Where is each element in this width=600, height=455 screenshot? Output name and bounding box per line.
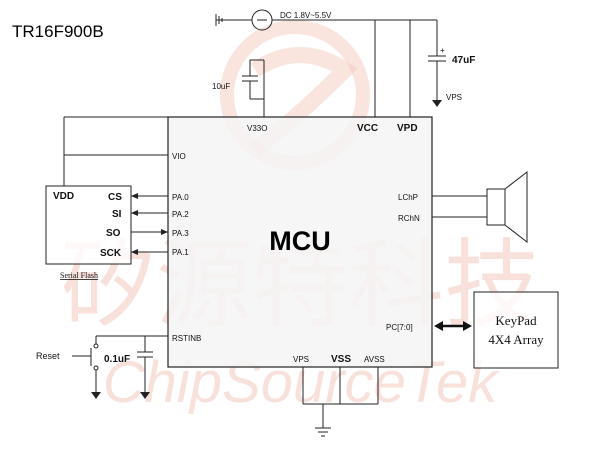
mcu-label: MCU xyxy=(269,226,331,256)
pin-avss: AVSS xyxy=(364,355,385,364)
page-title: TR16F900B xyxy=(12,22,104,41)
pin-pa1: PA.1 xyxy=(172,248,189,257)
pin-vpd: VPD xyxy=(397,123,418,134)
power-section: DC 1.8V~5.5V + 47uF VPS 10uF xyxy=(212,9,475,117)
bus-arrow-left-icon xyxy=(434,321,443,331)
pin-pc: PC[7:0] xyxy=(386,323,413,332)
serial-flash: VDD CS SI SO SCK Serial Flash xyxy=(45,185,168,280)
pin-pa0: PA.0 xyxy=(172,193,189,202)
pin-rchn: RChN xyxy=(398,214,420,223)
mcu-chip xyxy=(167,116,433,368)
pin-pa3: PA.3 xyxy=(172,229,189,238)
pin-vss: VSS xyxy=(331,354,351,365)
vps-rail-label: VPS xyxy=(446,93,462,102)
bus-arrow-right-icon xyxy=(463,321,472,331)
flash-pin-vdd: VDD xyxy=(53,191,74,202)
cap-reset-label: 0.1uF xyxy=(104,354,130,365)
vio-wiring xyxy=(63,116,168,186)
flash-pin-so: SO xyxy=(106,228,121,239)
ground-cap-icon xyxy=(140,392,150,399)
pin-rstinb: RSTINB xyxy=(172,334,201,343)
pin-vio: VIO xyxy=(172,152,186,161)
flash-pin-cs: CS xyxy=(108,192,122,203)
reset-switch-contact-bottom xyxy=(93,365,99,371)
reset-label: Reset xyxy=(36,351,60,361)
arrow-sck-icon xyxy=(131,249,138,255)
serial-flash-chip xyxy=(45,185,132,265)
arrow-so-icon xyxy=(161,229,168,235)
ground-reset-icon xyxy=(91,392,101,399)
keypad-line2: 4X4 Array xyxy=(488,332,544,347)
keypad-box xyxy=(473,291,559,369)
keypad: KeyPad 4X4 Array xyxy=(434,291,559,369)
speaker-body-icon xyxy=(486,188,506,226)
pin-lchp: LChP xyxy=(398,193,418,202)
reset-circuit: Reset 0.1uF xyxy=(36,335,168,399)
arrow-cs-icon xyxy=(131,193,138,199)
pin-vcc: VCC xyxy=(357,123,378,134)
speaker-cone-icon xyxy=(504,170,528,244)
vps-arrow-icon xyxy=(432,100,442,107)
serial-flash-caption: Serial Flash xyxy=(60,271,98,280)
pin-pa2: PA.2 xyxy=(172,210,189,219)
flash-pin-si: SI xyxy=(112,209,122,220)
speaker xyxy=(432,170,528,244)
cap-47uf-plus: + xyxy=(440,46,445,55)
cap-10uf-label: 10uF xyxy=(212,82,230,91)
flash-pin-sck: SCK xyxy=(100,248,122,259)
pin-vps: VPS xyxy=(293,355,309,364)
arrow-si-icon xyxy=(131,210,138,216)
keypad-line1: KeyPad xyxy=(495,313,537,328)
pin-v33o: V33O xyxy=(247,124,267,133)
reset-switch-contact-top xyxy=(93,343,99,349)
cap-47uf-label: 47uF xyxy=(452,55,475,66)
dc-source-label: DC 1.8V~5.5V xyxy=(280,11,332,20)
ground-bus xyxy=(302,367,379,437)
